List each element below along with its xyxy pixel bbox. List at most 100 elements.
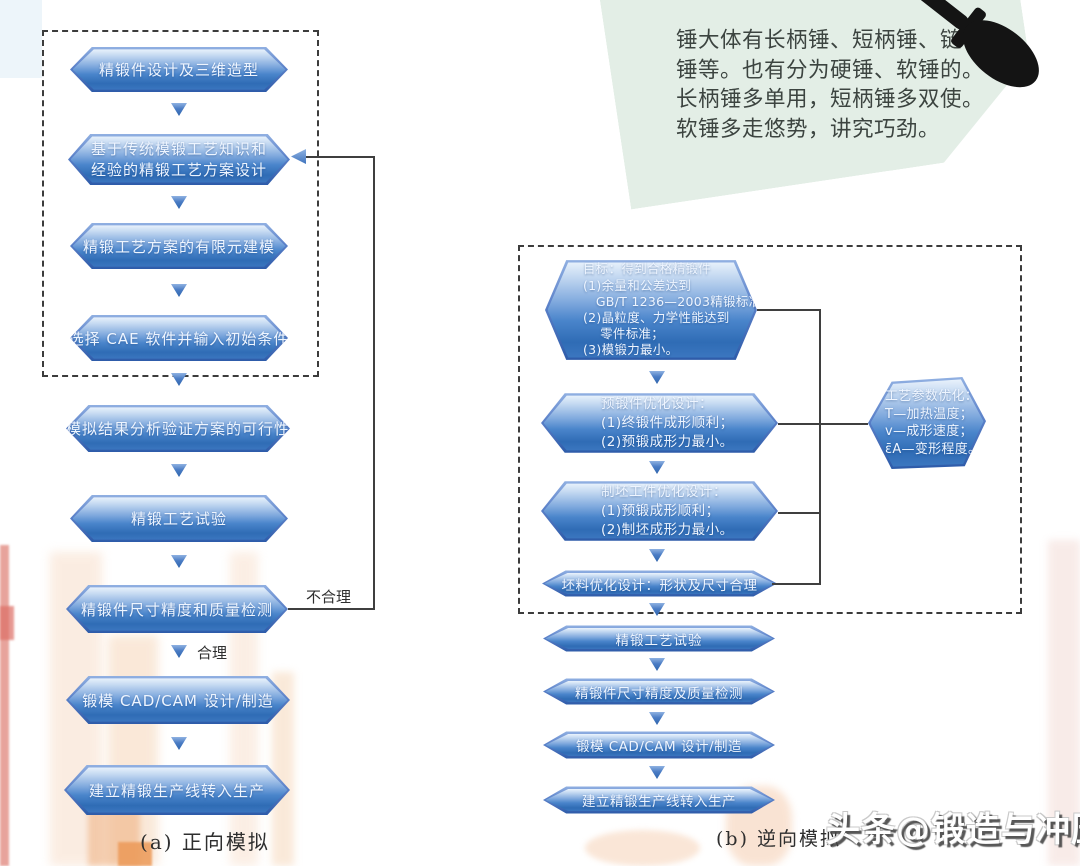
node-text-line: 工艺参数优化： bbox=[885, 389, 979, 404]
flow-b-node-5: 精锻工艺试验 bbox=[543, 625, 775, 652]
node-text-line: 长柄锤多单用，短柄锤多双使。 bbox=[676, 87, 985, 112]
node-text-line: (2)制坯成形力最小。 bbox=[601, 521, 734, 538]
node-label: 制坯工件优化设计： (1)预锻成形顺利； (2)制坯成形力最小。 bbox=[541, 481, 778, 541]
node-text-line: 建立精锻生产线转入生产 bbox=[88, 781, 265, 800]
flow-a-node-3: 精锻工艺方案的有限元建模 bbox=[70, 222, 288, 270]
node-label: 精锻件尺寸精度和质量检测 bbox=[66, 585, 288, 633]
node-text-line: 精锻件设计及三维造型 bbox=[98, 61, 259, 79]
node-fill bbox=[72, 225, 286, 267]
node-fill bbox=[545, 733, 773, 757]
arrow-down-icon bbox=[649, 658, 665, 671]
flow-b-node-2: 预锻件优化设计：(1)终锻件成形顺利；(2)预锻成形力最小。 bbox=[541, 393, 778, 453]
node-text-line: 经验的精锻工艺方案设计 bbox=[90, 160, 267, 179]
flow-a-node-7: 精锻件尺寸精度和质量检测 bbox=[66, 585, 288, 633]
node-text-line: 模拟结果分析验证方案的可行性 bbox=[66, 420, 291, 438]
node-text-line: (1)终锻件成形顺利； bbox=[601, 414, 734, 431]
arrow-down-icon bbox=[171, 555, 187, 568]
background-tint-topleft bbox=[0, 0, 42, 78]
node-text-line: 基于传统模锻工艺知识和 bbox=[90, 139, 267, 158]
node-label: 工艺参数优化：T—加热温度；v—成形速度；ε̄A—变形程度。 bbox=[868, 377, 986, 469]
hammer-icon bbox=[820, 0, 1039, 88]
flow-b-side-node: 工艺参数优化：T—加热温度；v—成形速度；ε̄A—变形程度。 bbox=[868, 376, 986, 470]
node-text-line: 精锻件尺寸精度及质量检测 bbox=[575, 685, 743, 702]
connector-stub bbox=[778, 512, 821, 514]
node-text-line: 锤等。也有分为硬锤、软锤的。 bbox=[676, 57, 985, 83]
node-label: 精锻工艺试验 bbox=[70, 495, 288, 542]
node-text-line: 锻模 CAD/CAM 设计/制造 bbox=[82, 691, 274, 710]
node-text-line: (1)余量和公差达到 bbox=[583, 277, 692, 293]
feedback-line-horizontal bbox=[304, 156, 375, 158]
node-text-line: 精锻工艺试验 bbox=[130, 510, 227, 528]
flow-b-node-6: 精锻件尺寸精度及质量检测 bbox=[543, 678, 775, 705]
node-fill bbox=[544, 572, 775, 595]
node-text-line: v—成形速度； bbox=[885, 424, 973, 439]
flow-b-node-1: 目标：得到合格精锻件(1)余量和公差达到 GB/T 1236—2003精锻标准；… bbox=[545, 260, 757, 360]
flow-a-node-9: 建立精锻生产线转入生产 bbox=[64, 765, 290, 815]
flow-a-node-1: 精锻件设计及三维造型 bbox=[70, 46, 288, 93]
node-fill bbox=[547, 262, 755, 358]
arrow-down-icon bbox=[171, 373, 187, 386]
feedback-line-vertical bbox=[373, 157, 375, 610]
node-fill bbox=[545, 680, 773, 703]
node-label: 锻模 CAD/CAM 设计/制造 bbox=[66, 676, 290, 724]
flow-a-node-8: 锻模 CAD/CAM 设计/制造 bbox=[66, 676, 290, 724]
flow-a-caption: (a) 正向模拟 bbox=[140, 830, 270, 854]
flow-b-node-3: 制坯工件优化设计： (1)预锻成形顺利； (2)制坯成形力最小。 bbox=[541, 481, 778, 541]
node-text-line: 软锤多走悠势，讲究巧劲。 bbox=[676, 116, 941, 142]
flow-a-node-5: 模拟结果分析验证方案的可行性 bbox=[66, 404, 290, 453]
flow-a-node-2: 基于传统模锻工艺知识和经验的精锻工艺方案设计 bbox=[68, 134, 290, 185]
node-text-line: (2)晶粒度、力学性能达到 bbox=[583, 310, 730, 325]
node-fill bbox=[543, 395, 776, 451]
node-text-line: 精锻工艺试验 bbox=[615, 632, 703, 649]
arrow-down-icon bbox=[649, 712, 665, 725]
arrow-down-icon bbox=[171, 464, 187, 477]
node-text-line: ε̄A—变形程度。 bbox=[885, 441, 982, 457]
node-text-line: (3)模锻力最小。 bbox=[583, 342, 679, 358]
node-fill bbox=[72, 317, 286, 359]
flow-a-node-6: 精锻工艺试验 bbox=[70, 494, 288, 543]
connector-stub bbox=[757, 309, 821, 311]
flow-b-node-8: 建立精锻生产线转入生产 bbox=[543, 786, 775, 814]
connector-stub bbox=[778, 423, 868, 425]
node-label: 选择 CAE 软件并输入初始条件 bbox=[68, 315, 290, 361]
background-strip-left bbox=[0, 606, 14, 640]
node-label: 坯料优化设计：形状及尺寸合理 bbox=[542, 571, 777, 597]
feedback-line-horizontal bbox=[288, 608, 375, 610]
node-label: 锻模 CAD/CAM 设计/制造 bbox=[543, 732, 775, 759]
node-fill bbox=[72, 497, 286, 540]
node-fill bbox=[68, 587, 286, 631]
flow-a-node-4: 选择 CAE 软件并输入初始条件 bbox=[70, 314, 288, 362]
background-blob bbox=[585, 830, 700, 866]
node-fill bbox=[545, 788, 773, 812]
arrow-down-icon bbox=[171, 645, 187, 658]
node-label: 建立精锻生产线转入生产 bbox=[543, 787, 775, 814]
node-text-line: 制坯工件优化设计： bbox=[601, 483, 727, 500]
node-text-line: 锤大体有长柄锤、短柄锤、链子 bbox=[676, 28, 985, 53]
proceed-label: 合理 bbox=[197, 644, 228, 662]
flow-b-dashed-group bbox=[518, 245, 1022, 614]
flow-b-node-7: 锻模 CAD/CAM 设计/制造 bbox=[543, 731, 775, 759]
node-text-line: 选择 CAE 软件并输入初始条件 bbox=[68, 329, 290, 348]
node-label: 精锻工艺方案的有限元建模 bbox=[70, 223, 288, 269]
node-label: 预锻件优化设计：(1)终锻件成形顺利；(2)预锻成形力最小。 bbox=[541, 393, 778, 453]
node-text-line: 锻模 CAD/CAM 设计/制造 bbox=[575, 739, 743, 755]
arrow-down-icon bbox=[649, 766, 665, 779]
arrow-down-icon bbox=[171, 737, 187, 750]
flow-b-node-4: 坯料优化设计：形状及尺寸合理 bbox=[542, 570, 777, 597]
node-label: 目标：得到合格精锻件(1)余量和公差达到 GB/T 1236—2003精锻标准；… bbox=[545, 260, 757, 360]
flow-b-caption: (b) 逆向模拟 bbox=[716, 828, 842, 850]
watermark-text: 头条@锻造与冲压 bbox=[826, 810, 1080, 850]
node-text-line: 预锻件优化设计： bbox=[601, 395, 713, 412]
node-label: 基于传统模锻工艺知识和经验的精锻工艺方案设计 bbox=[68, 134, 290, 185]
node-fill bbox=[70, 136, 288, 183]
node-text-line: 坯料优化设计：形状及尺寸合理 bbox=[561, 577, 758, 594]
node-fill bbox=[870, 379, 984, 467]
node-label: 精锻工艺试验 bbox=[543, 626, 775, 652]
node-label: 精锻件设计及三维造型 bbox=[70, 47, 288, 92]
node-text-line: (1)预锻成形顺利； bbox=[601, 502, 720, 519]
node-fill bbox=[543, 483, 776, 539]
node-label: 精锻件尺寸精度及质量检测 bbox=[543, 679, 775, 705]
node-fill bbox=[66, 767, 288, 813]
connector-stub bbox=[772, 583, 821, 585]
